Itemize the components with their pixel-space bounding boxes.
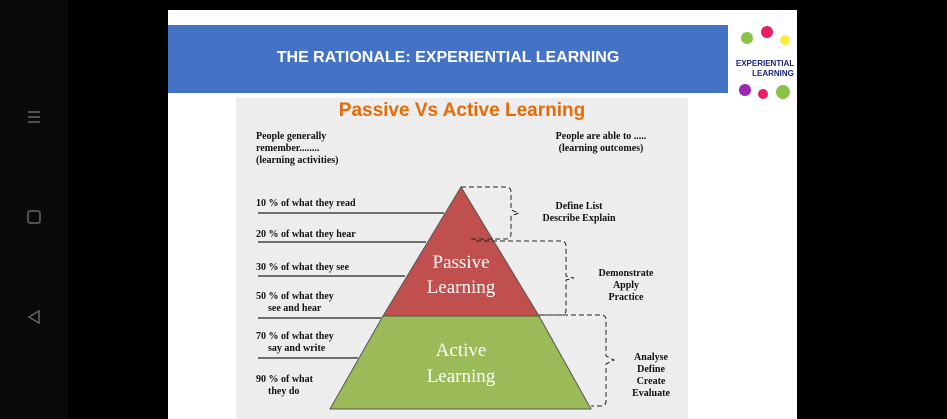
pyramid-diagram: Passive Learning Active Learning	[258, 186, 616, 410]
slide-title: THE RATIONALE: EXPERIENTIAL LEARNING	[276, 49, 620, 66]
outcome-group-3: Analyse Define Create Evaluate	[632, 352, 670, 399]
back-icon[interactable]	[20, 303, 48, 331]
active-label-line2: Learning	[427, 366, 496, 387]
level-4-label: 50 % of what they see and hear	[256, 291, 334, 314]
level-3-label: 30 % of what they see	[256, 262, 350, 273]
presentation-slide: THE RATIONALE: EXPERIENTIAL LEARNING EXP…	[168, 10, 797, 419]
figure-title: Passive Vs Active Learning	[338, 100, 586, 121]
active-label-line1: Active	[436, 340, 487, 361]
menu-icon[interactable]	[20, 103, 48, 131]
passive-label-line1: Passive	[433, 252, 490, 273]
level-6-label: 90 % of what they do	[256, 374, 313, 397]
right-header: People are able to ..... (learning outco…	[555, 131, 647, 154]
level-lines	[258, 212, 444, 359]
outcome-brackets	[461, 186, 616, 407]
svg-text:EXPERIENTIAL: EXPERIENTIAL	[736, 59, 794, 68]
level-5-label: 70 % of what they say and write	[256, 331, 334, 354]
left-header: People generally remember........ (learn…	[256, 131, 339, 166]
level-2-label: 20 % of what they hear	[256, 229, 356, 240]
learning-pyramid-figure: Passive Vs Active Learning People genera…	[236, 98, 688, 419]
handprint-icon	[739, 26, 790, 99]
outcome-group-2: Demonstrate Apply Practice	[598, 268, 654, 303]
home-icon[interactable]	[20, 203, 48, 231]
navigation-bar	[0, 0, 68, 419]
level-1-label: 10 % of what they read	[256, 198, 356, 209]
active-section	[329, 315, 592, 410]
svg-text:LEARNING: LEARNING	[752, 69, 794, 78]
slide-banner: THE RATIONALE: EXPERIENTIAL LEARNING	[168, 25, 728, 93]
passive-label-line2: Learning	[427, 277, 496, 298]
outcome-group-1: Define List Describe Explain	[542, 201, 616, 224]
experiential-learning-logo: EXPERIENTIAL LEARNING	[733, 20, 797, 108]
